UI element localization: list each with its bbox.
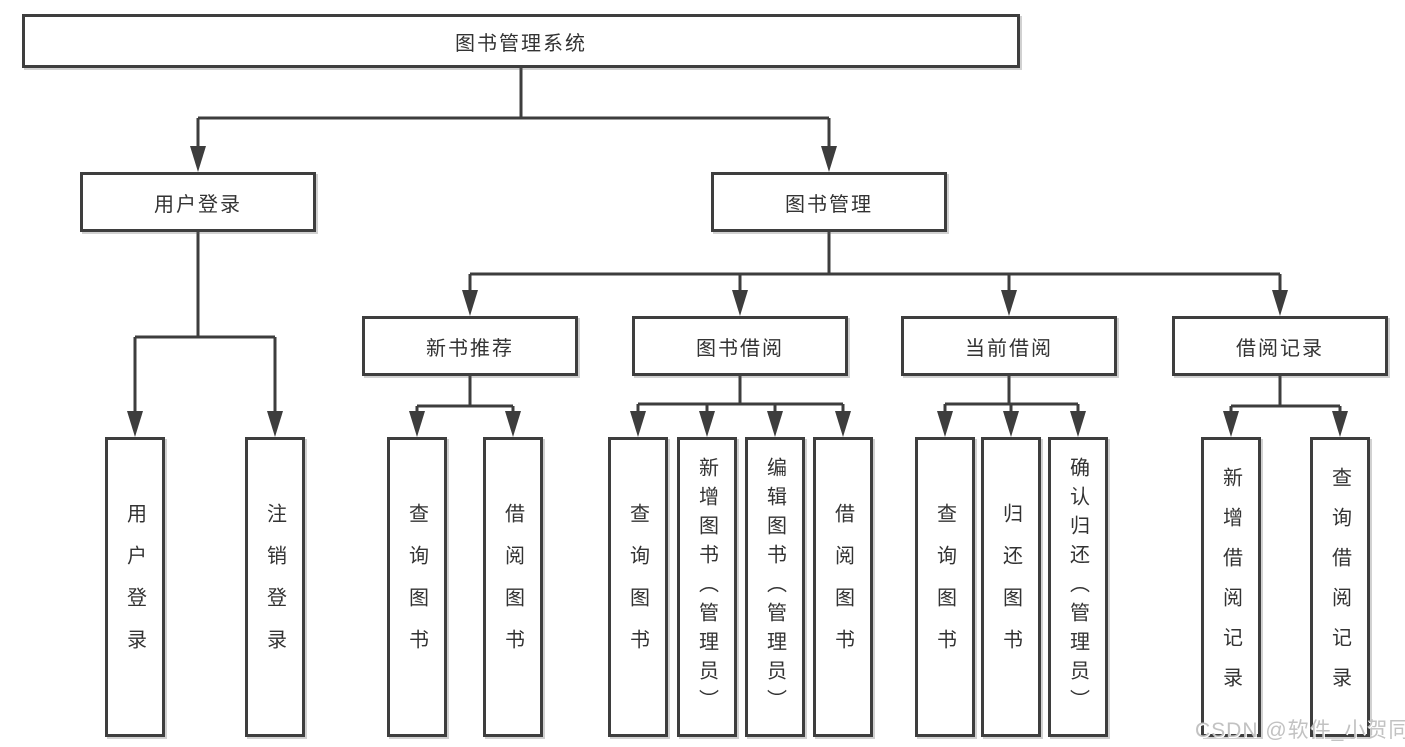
leaf-recommend-borrow-books: 借阅图书 bbox=[483, 437, 543, 737]
leaf-logout: 注销登录 bbox=[245, 437, 305, 737]
node-book-management: 图书管理 bbox=[711, 172, 947, 232]
node-library-system: 图书管理系统 bbox=[22, 14, 1020, 68]
node-label: 新增借阅记录 bbox=[1219, 467, 1242, 707]
node-label: 注销登录 bbox=[263, 503, 286, 671]
node-label: 查询图书 bbox=[933, 503, 956, 671]
csdn-watermark: CSDN @软件_小贺同学 bbox=[1195, 719, 1405, 742]
node-book-borrowing: 图书借阅 bbox=[632, 316, 848, 376]
node-label: 新书推荐 bbox=[426, 337, 514, 360]
leaf-borrowing-add-books-admin: 新增图书（管理员） bbox=[677, 437, 737, 737]
leaf-borrowing-borrow-books: 借阅图书 bbox=[813, 437, 873, 737]
leaf-borrowing-edit-books-admin: 编辑图书（管理员） bbox=[745, 437, 805, 737]
node-user-login: 用户登录 bbox=[80, 172, 316, 232]
node-label: 借阅记录 bbox=[1236, 337, 1324, 360]
node-label: 确认归还（管理员） bbox=[1066, 456, 1089, 718]
node-label: 借阅图书 bbox=[831, 503, 854, 671]
node-label: 新增图书（管理员） bbox=[695, 456, 718, 718]
node-label: 查询借阅记录 bbox=[1328, 467, 1351, 707]
node-label: 查询图书 bbox=[626, 503, 649, 671]
node-label: 归还图书 bbox=[999, 503, 1022, 671]
leaf-current-return-books: 归还图书 bbox=[981, 437, 1041, 737]
leaf-current-query-books: 查询图书 bbox=[915, 437, 975, 737]
node-label: 图书借阅 bbox=[696, 337, 784, 360]
node-label: 图书管理 bbox=[785, 193, 873, 216]
node-label: 用户登录 bbox=[123, 503, 146, 671]
leaf-borrowing-query-books: 查询图书 bbox=[608, 437, 668, 737]
leaf-records-query-record: 查询借阅记录 bbox=[1310, 437, 1370, 737]
leaf-recommend-query-books: 查询图书 bbox=[387, 437, 447, 737]
node-label: 用户登录 bbox=[154, 193, 242, 216]
leaf-current-confirm-return-admin: 确认归还（管理员） bbox=[1048, 437, 1108, 737]
leaf-records-add-record: 新增借阅记录 bbox=[1201, 437, 1261, 737]
node-label: 编辑图书（管理员） bbox=[763, 456, 786, 718]
node-new-book-recommendation: 新书推荐 bbox=[362, 316, 578, 376]
node-label: 借阅图书 bbox=[501, 503, 524, 671]
node-label: 图书管理系统 bbox=[455, 32, 587, 55]
node-borrowing-records: 借阅记录 bbox=[1172, 316, 1388, 376]
leaf-user-login: 用户登录 bbox=[105, 437, 165, 737]
node-label: 查询图书 bbox=[405, 503, 428, 671]
node-current-borrowing: 当前借阅 bbox=[901, 316, 1117, 376]
node-label: 当前借阅 bbox=[965, 337, 1053, 360]
